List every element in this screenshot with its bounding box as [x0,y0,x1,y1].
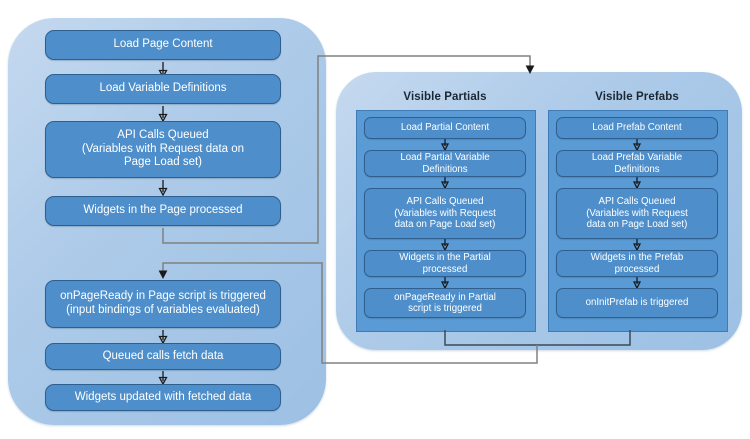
step-load-page-content[interactable]: Load Page Content [45,30,281,60]
step-widgets-updated-with-fetched-data[interactable]: Widgets updated with fetched data [45,384,281,411]
step-oninitprefab-triggered[interactable]: onInitPrefab is triggered [556,288,718,318]
step-api-calls-queued-page[interactable]: API Calls Queued(Variables with Request … [45,121,281,178]
visible-prefabs-title: Visible Prefabs [595,91,679,103]
visible-partials-title: Visible Partials [403,91,487,103]
step-queued-calls-fetch-data[interactable]: Queued calls fetch data [45,343,281,370]
step-load-prefab-content[interactable]: Load Prefab Content [556,117,718,139]
step-widgets-in-page-processed[interactable]: Widgets in the Page processed [45,196,281,226]
step-load-variable-definitions[interactable]: Load Variable Definitions [45,74,281,104]
step-onpageready-page-script[interactable]: onPageReady in Page script is triggered(… [45,280,281,328]
step-load-partial-content[interactable]: Load Partial Content [364,117,526,139]
